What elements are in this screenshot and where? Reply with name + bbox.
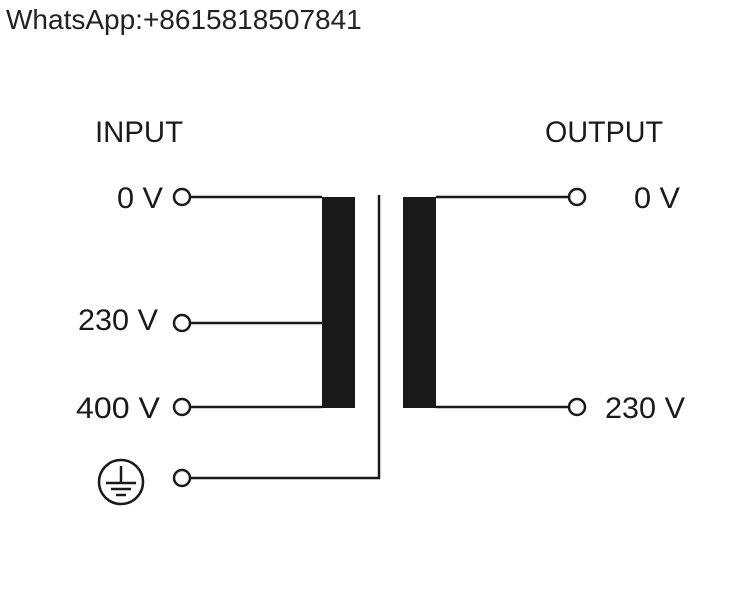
input-terminal-label-0v: 0 V [117, 182, 163, 215]
protective-earth-icon [97, 458, 145, 506]
input-terminal-230v [172, 313, 192, 333]
screen-ground-line [191, 195, 381, 480]
input-terminal-label-230v: 230 V [78, 304, 158, 337]
input-heading: INPUT [95, 116, 183, 149]
output-terminal-230v [567, 397, 587, 417]
ground-terminal [172, 468, 192, 488]
input-terminal-0v [172, 187, 192, 207]
input-terminal-label-400v: 400 V [76, 392, 160, 425]
secondary-winding [403, 197, 436, 408]
watermark-contact: WhatsApp:+8615818507841 [6, 4, 362, 35]
output-terminal-label-230v: 230 V [605, 392, 685, 425]
primary-winding [322, 197, 355, 408]
input-terminal-400v [172, 397, 192, 417]
output-terminal-label-0v: 0 V [634, 182, 680, 215]
output-terminal-0v [567, 187, 587, 207]
output-heading: OUTPUT [545, 116, 663, 149]
